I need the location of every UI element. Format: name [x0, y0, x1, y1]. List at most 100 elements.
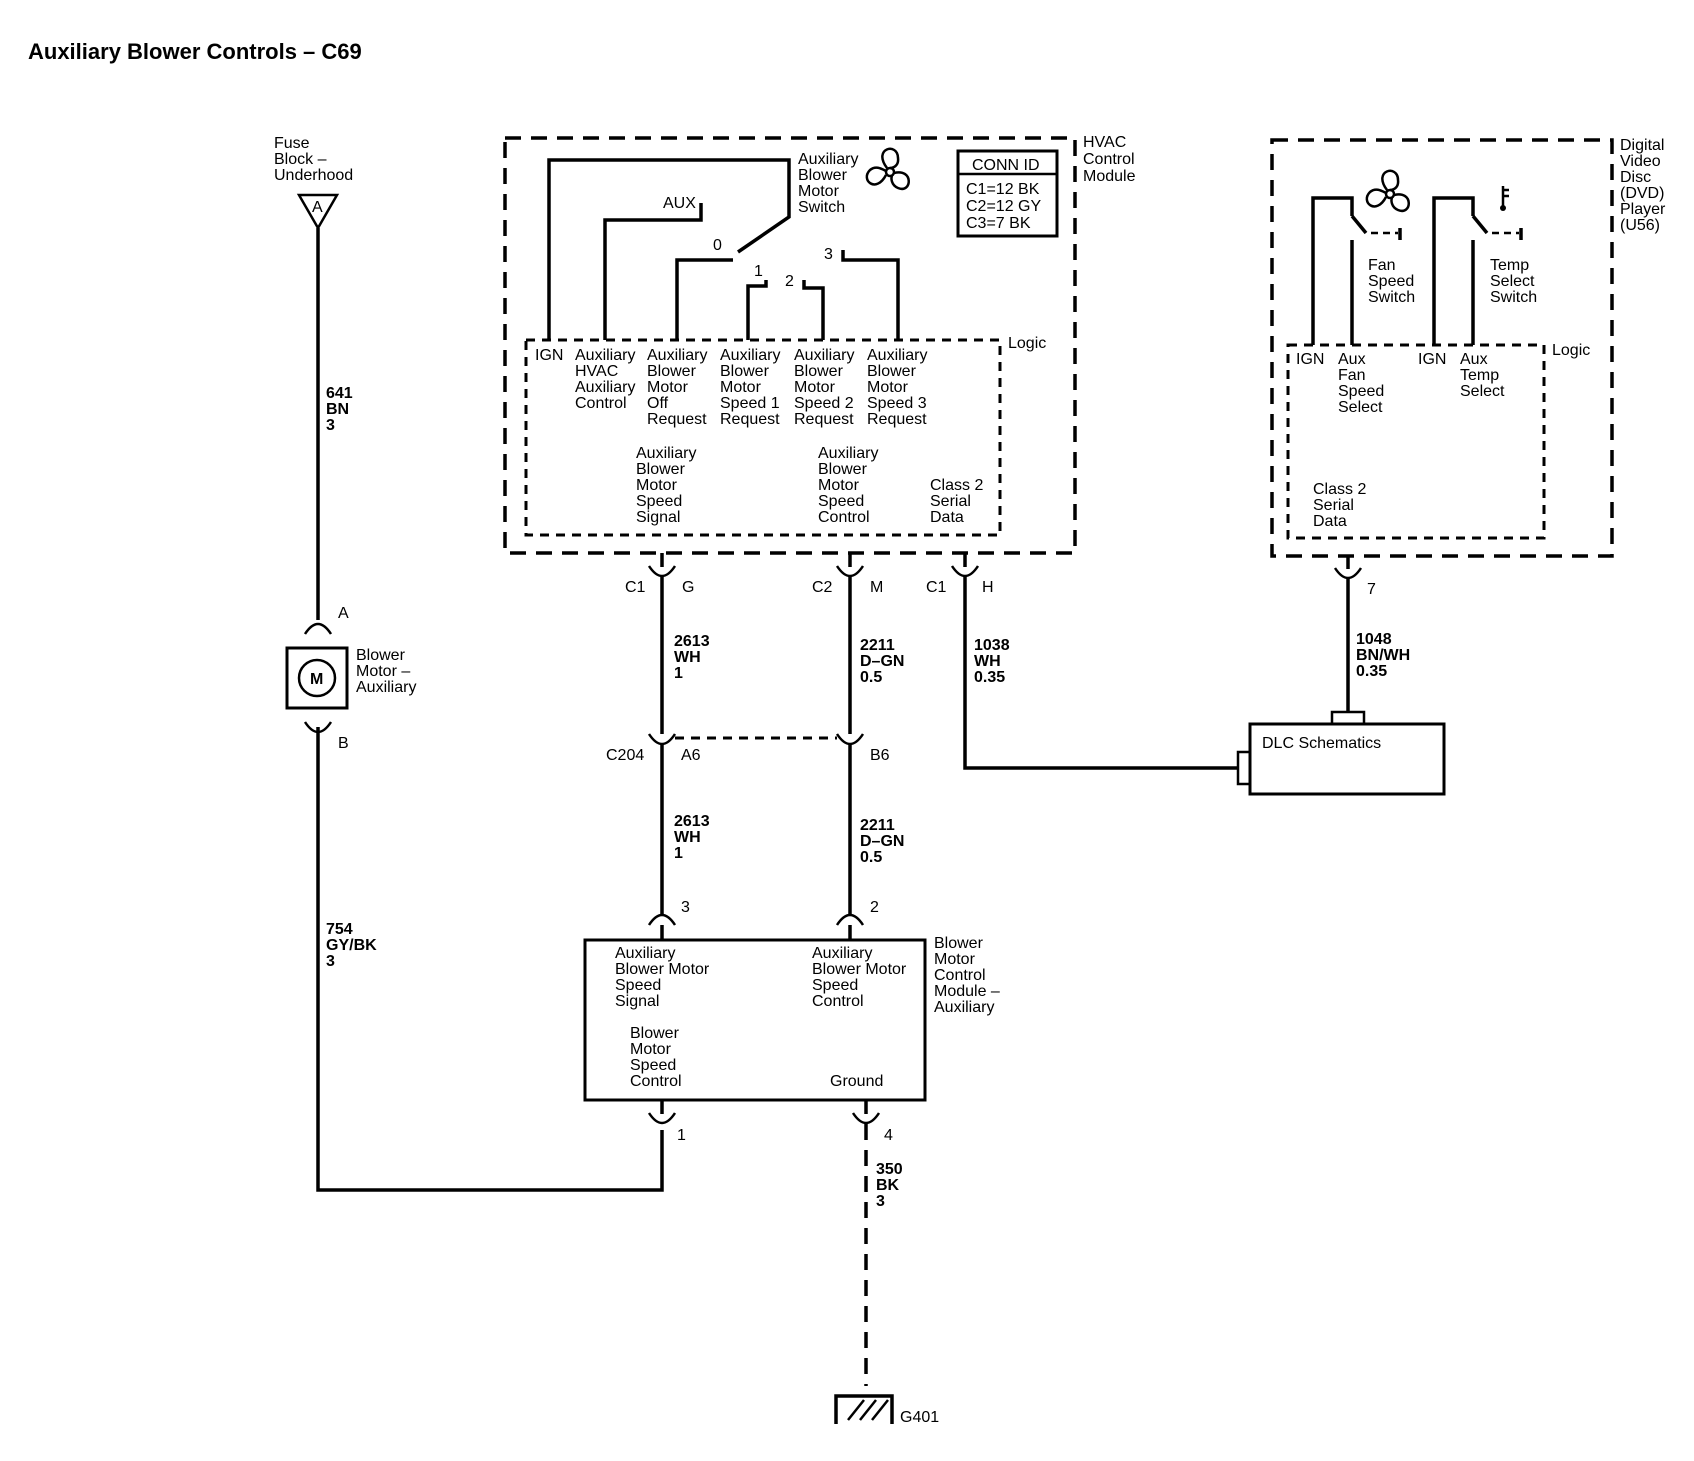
dlc-schematics-box: DLC Schematics — [1248, 722, 1446, 796]
fuse-terminal-triangle-icon — [296, 193, 340, 231]
svg-text:Select: Select — [1460, 383, 1505, 400]
fuse-block-label-3: Underhood — [274, 167, 353, 184]
wire-641-color: BN — [326, 401, 349, 418]
svg-text:Blower Motor: Blower Motor — [812, 961, 907, 978]
svg-text:C2: C2 — [812, 579, 833, 596]
svg-text:Auxiliary: Auxiliary — [794, 347, 854, 364]
blower-motor-pin-b: B — [338, 735, 349, 752]
wire-2211-lower-number: 2211 — [860, 817, 895, 834]
svg-text:Motor: Motor — [647, 379, 689, 396]
svg-text:Select: Select — [1490, 273, 1535, 290]
wire-2211-upper-color: D–GN — [860, 653, 904, 670]
svg-text:Request: Request — [720, 411, 780, 428]
wire-641-gauge: 3 — [326, 417, 335, 434]
hvac-input-ign: IGN — [535, 347, 563, 364]
hvac-input-off-request: Auxiliary Blower Motor Off Request — [647, 347, 707, 428]
hvac-logic-outline — [524, 338, 1002, 537]
switch-position-1: 1 — [754, 263, 763, 280]
wire-1048-number: 1048 — [1356, 631, 1392, 648]
connector-cap-icon — [647, 733, 677, 746]
hvac-connector-c1-g: C1 G — [625, 553, 694, 596]
svg-text:Auxiliary: Auxiliary — [812, 945, 872, 962]
wire-2613-upper-color: WH — [674, 649, 701, 666]
svg-text:Auxiliary: Auxiliary — [720, 347, 780, 364]
hvac-module-name-2: Control — [1083, 151, 1135, 168]
bmcm-name-5: Auxiliary — [934, 999, 994, 1016]
dlc-connector-icon — [1236, 750, 1250, 786]
temp-switch-ign-wire — [1432, 196, 1475, 345]
svg-text:G: G — [682, 579, 694, 596]
conn-id-title: CONN ID — [972, 157, 1040, 174]
svg-text:Select: Select — [1338, 399, 1383, 416]
switch-aux-label: AUX — [663, 195, 696, 212]
hvac-output-speed-control: Auxiliary Blower Motor Speed Control — [818, 445, 878, 526]
svg-text:Blower: Blower — [630, 1025, 680, 1042]
switch-speed3-wire — [841, 250, 900, 340]
wire-2613-lower-gauge: 1 — [674, 845, 683, 862]
wire-2211-lower-gauge: 0.5 — [860, 849, 882, 866]
svg-text:IGN: IGN — [1296, 351, 1324, 368]
svg-text:C1: C1 — [926, 579, 947, 596]
fuse-block-label-1: Fuse — [274, 135, 310, 152]
wire-350-color: BK — [876, 1177, 900, 1194]
svg-text:Class 2: Class 2 — [1313, 481, 1366, 498]
svg-text:(U56): (U56) — [1620, 217, 1660, 234]
svg-text:Control: Control — [630, 1073, 682, 1090]
hvac-module-name-3: Module — [1083, 168, 1136, 185]
svg-text:Blower: Blower — [794, 363, 844, 380]
svg-text:Request: Request — [647, 411, 707, 428]
hvac-input-aux-hvac-control: Auxiliary HVAC Auxiliary Control — [575, 347, 635, 412]
svg-text:Off: Off — [647, 395, 669, 412]
bmcm-name-1: Blower — [934, 935, 984, 952]
wire-1038-gauge: 0.35 — [974, 669, 1005, 686]
svg-text:Blower: Blower — [720, 363, 770, 380]
fuse-block-label-2: Block – — [274, 151, 327, 168]
fuse-block: Fuse Block – Underhood A — [274, 135, 353, 231]
switch-position-3: 3 — [824, 246, 833, 263]
svg-text:Blower Motor: Blower Motor — [615, 961, 710, 978]
ground-label: G401 — [900, 1409, 939, 1426]
hvac-output-speed-signal: Auxiliary Blower Motor Speed Signal — [636, 445, 696, 526]
dlc-top-connector-icon — [1330, 710, 1366, 724]
wire-2211-upper-number: 2211 — [860, 637, 895, 654]
svg-text:Auxiliary: Auxiliary — [575, 379, 635, 396]
svg-text:Signal: Signal — [636, 509, 680, 526]
dvd-player-module: Digital Video Disc (DVD) Player (U56) Fa… — [1270, 137, 1666, 598]
svg-text:Class 2: Class 2 — [930, 477, 983, 494]
wire-2613-upper-gauge: 1 — [674, 665, 683, 682]
connector-cap-icon — [1333, 567, 1363, 580]
svg-text:Blower: Blower — [636, 461, 686, 478]
svg-text:Speed: Speed — [818, 493, 864, 510]
svg-text:Motor: Motor — [636, 477, 678, 494]
bmcm-pin-2: 2 — [870, 899, 879, 916]
svg-text:Speed: Speed — [1338, 383, 1384, 400]
blower-motor-box — [285, 646, 349, 710]
hvac-module-name-1: HVAC — [1083, 134, 1126, 151]
connector-cap-icon — [647, 913, 677, 926]
svg-text:Control: Control — [812, 993, 864, 1010]
dvd-module-outline — [1270, 138, 1614, 558]
svg-text:Auxiliary: Auxiliary — [647, 347, 707, 364]
motor-symbol: M — [310, 671, 323, 688]
svg-text:Serial: Serial — [1313, 497, 1354, 514]
dvd-logic-label: Logic — [1552, 342, 1590, 359]
diagram-title: Auxiliary Blower Controls – C69 — [28, 39, 362, 64]
svg-text:Motor: Motor — [794, 379, 836, 396]
connector-cap-icon — [835, 733, 865, 746]
svg-text:(DVD): (DVD) — [1620, 185, 1664, 202]
bmcm-pin-3: 3 — [681, 899, 690, 916]
svg-text:Auxiliary: Auxiliary — [615, 945, 675, 962]
connector-cap-icon — [835, 913, 865, 926]
dvd-pin-7: 7 — [1367, 581, 1376, 598]
svg-text:Digital: Digital — [1620, 137, 1664, 154]
connector-cap-icon — [647, 565, 677, 578]
wire-2613-upper-number: 2613 — [674, 633, 710, 650]
wire-641-number: 641 — [326, 385, 353, 402]
svg-text:Auxiliary: Auxiliary — [575, 347, 635, 364]
wire-2613-lower-number: 2613 — [674, 813, 710, 830]
hvac-logic-label: Logic — [1008, 335, 1046, 352]
wire-754-color: GY/BK — [326, 937, 377, 954]
svg-text:Temp: Temp — [1490, 257, 1529, 274]
